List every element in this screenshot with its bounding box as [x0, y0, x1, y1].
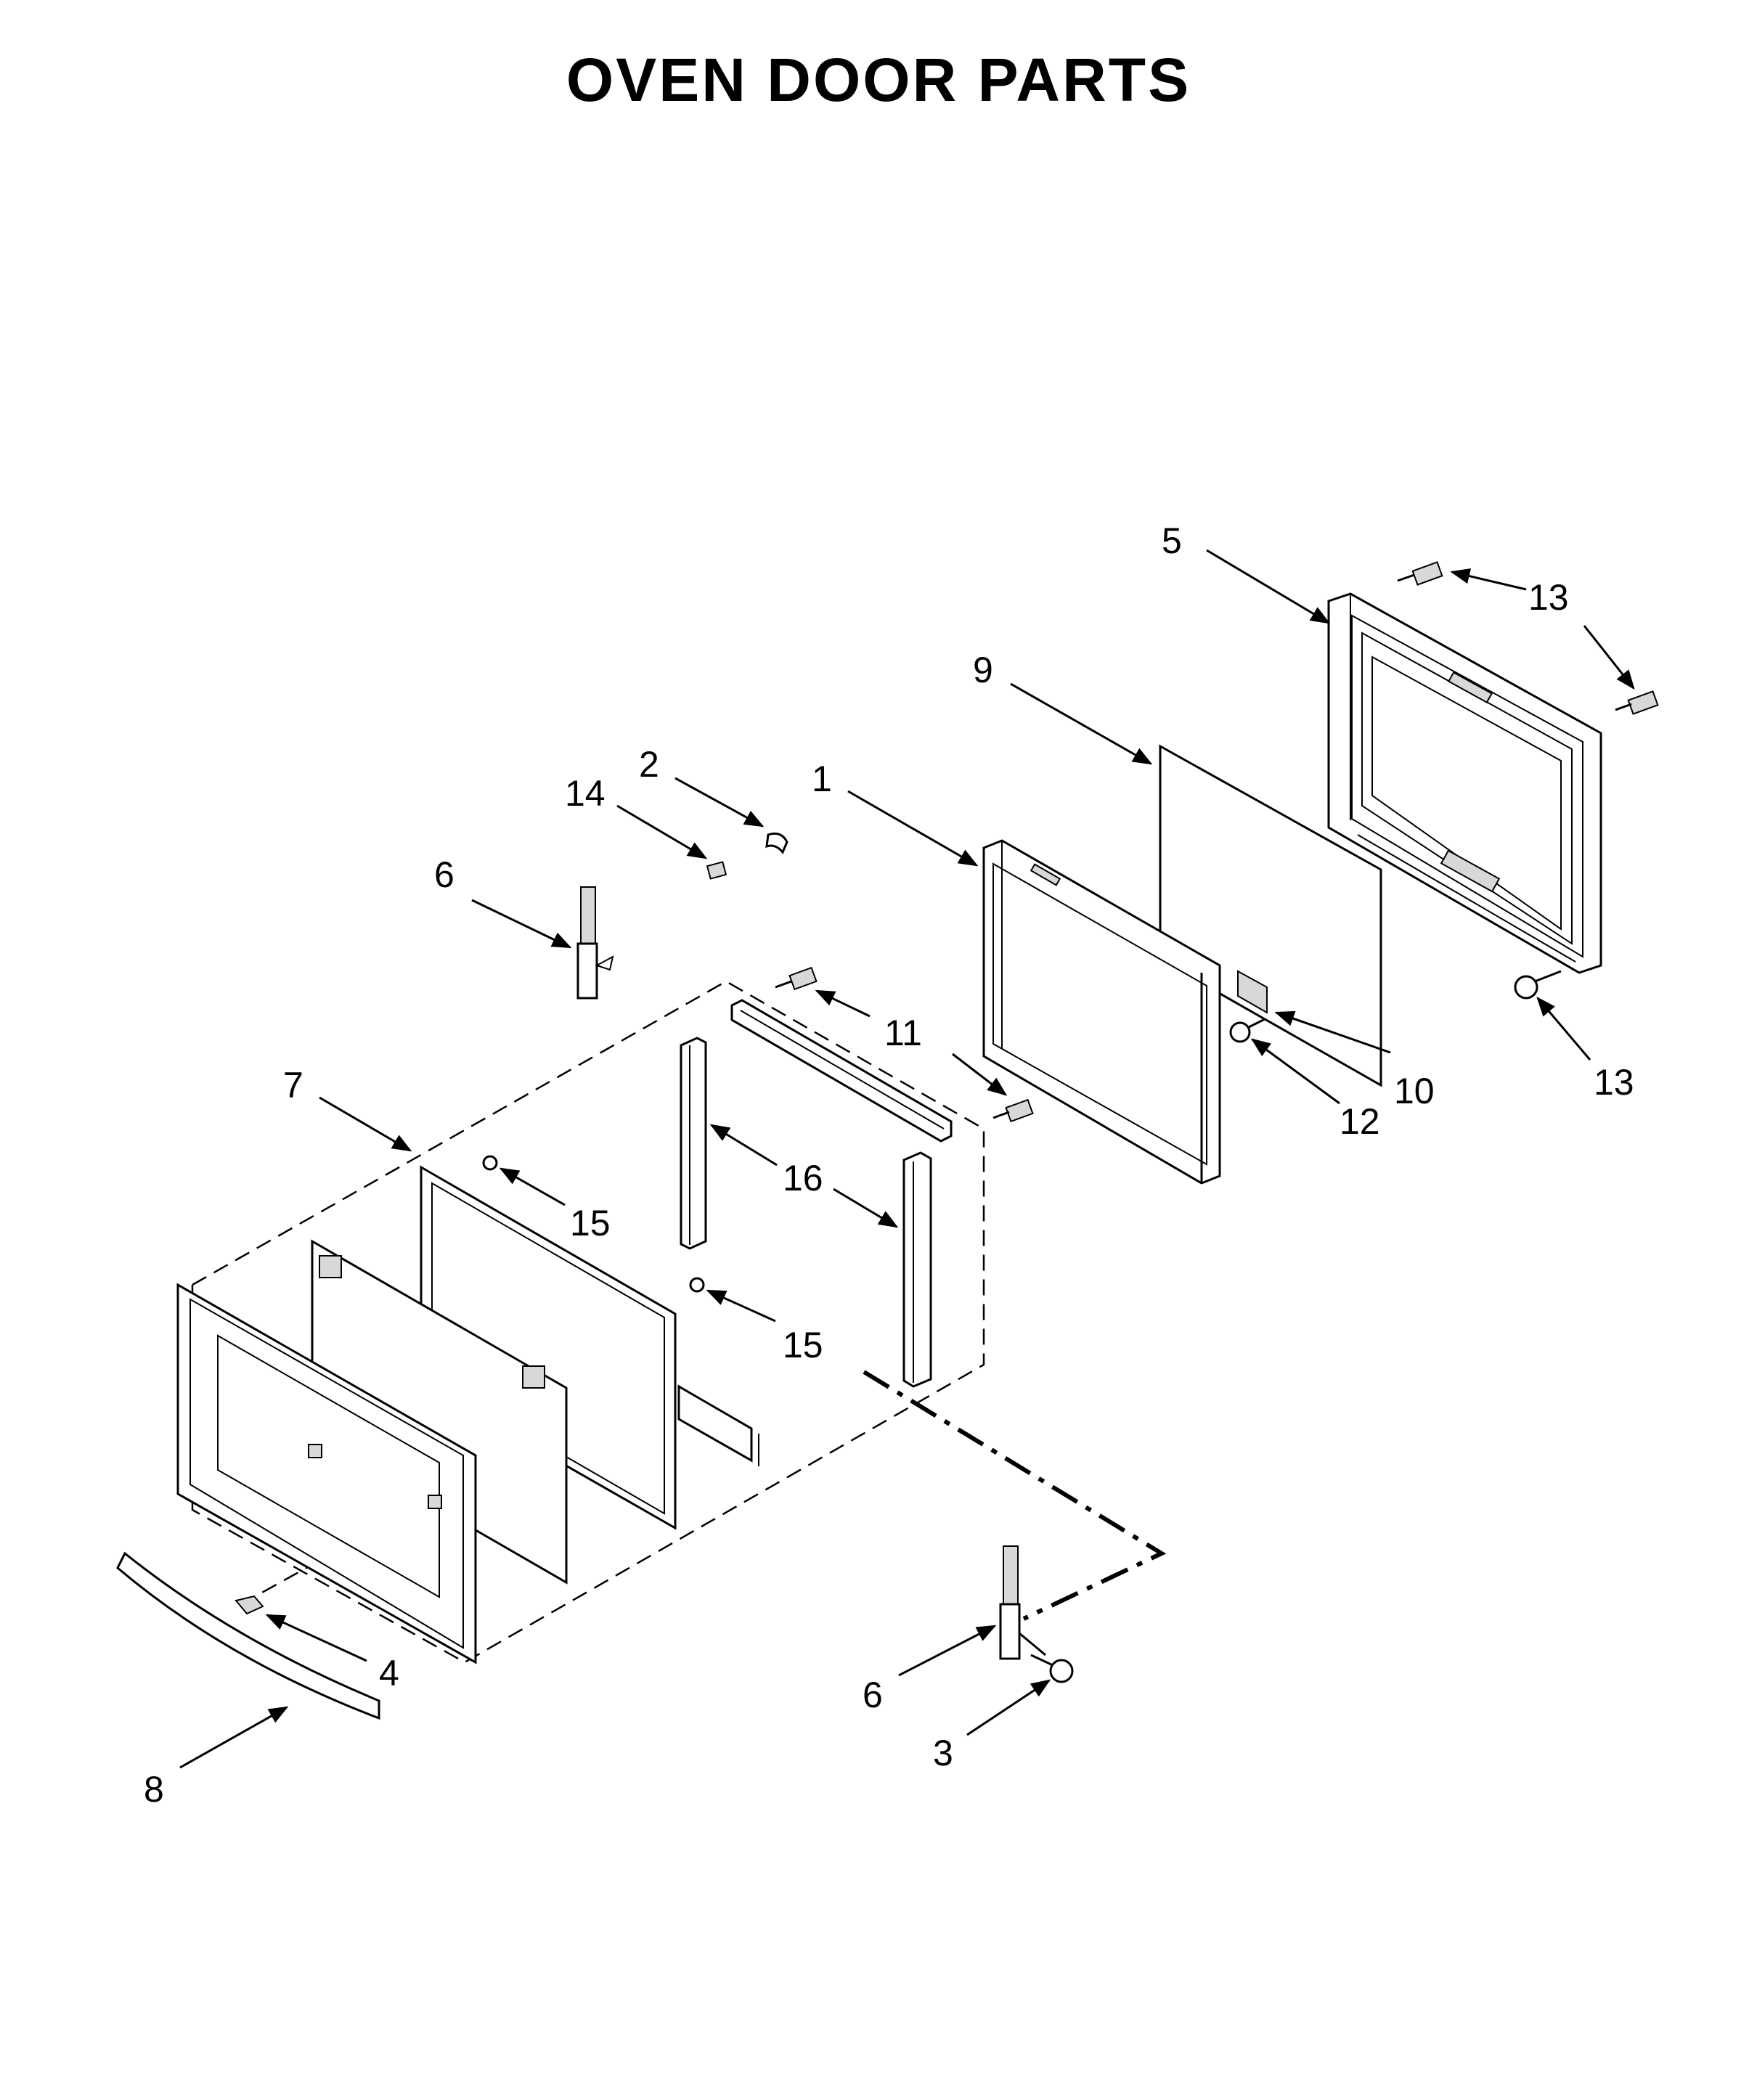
callout-8: 8 — [144, 1769, 164, 1810]
callout-15-top: 15 — [570, 1203, 611, 1243]
part-13-screw-bottom — [1514, 970, 1562, 1000]
part-14-clip — [706, 861, 727, 880]
callout-15-bottom: 15 — [783, 1325, 823, 1365]
callout-3: 3 — [933, 1733, 953, 1773]
hinge-path-line — [863, 1370, 1167, 1621]
part-5-door-frame — [1327, 592, 1602, 974]
callout-5: 5 — [1162, 520, 1182, 561]
part-6-hinge-right — [999, 1545, 1046, 1660]
insulation-strip — [677, 1384, 759, 1466]
callout-11: 11 — [884, 1013, 922, 1053]
part-2-clip — [765, 832, 788, 854]
callout-4: 4 — [379, 1653, 399, 1694]
callout-1: 1 — [812, 759, 832, 799]
callout-14: 14 — [565, 773, 606, 814]
part-9-glass-panel — [1159, 744, 1382, 1087]
part-4-bracket — [235, 1595, 264, 1615]
callout-13-bottom: 13 — [1594, 1062, 1634, 1103]
callout-6-right: 6 — [863, 1675, 883, 1715]
part-11-screw-right — [992, 1098, 1034, 1123]
callout-12: 12 — [1340, 1101, 1380, 1142]
leader-lines — [179, 549, 1635, 1769]
part-3-screw — [1030, 1654, 1074, 1683]
part-15-plug-bottom — [689, 1277, 705, 1293]
part-8-handle — [116, 1551, 380, 1720]
callout-labels: 5 13 9 2 1 14 6 11 13 10 12 7 16 15 15 4… — [144, 520, 1634, 1810]
callout-7: 7 — [283, 1065, 303, 1106]
part-13-screw-right — [1615, 690, 1659, 715]
callout-16: 16 — [783, 1158, 823, 1198]
outer-door-panel — [176, 1283, 477, 1664]
callout-13-top: 13 — [1528, 577, 1569, 618]
part-10-bracket — [1237, 970, 1268, 1014]
part-13-screw-top — [1397, 561, 1443, 586]
top-channel — [730, 999, 953, 1143]
part-11-screw-top — [775, 966, 818, 991]
callout-6-left: 6 — [434, 854, 454, 895]
callout-9: 9 — [973, 650, 993, 690]
part-16-side-channel-left — [680, 1037, 707, 1250]
page-title: OVEN DOOR PARTS — [566, 46, 1191, 114]
assembly-dashed-outline — [191, 980, 985, 1664]
part-1-inner-door — [982, 839, 1221, 1185]
part-12-screw — [1229, 1018, 1265, 1043]
callout-2: 2 — [639, 744, 659, 785]
callout-10: 10 — [1394, 1071, 1435, 1111]
part-6-hinge-left — [576, 886, 614, 1000]
part-15-plug-top — [482, 1155, 498, 1171]
part-16-side-channel-right — [902, 1151, 932, 1388]
